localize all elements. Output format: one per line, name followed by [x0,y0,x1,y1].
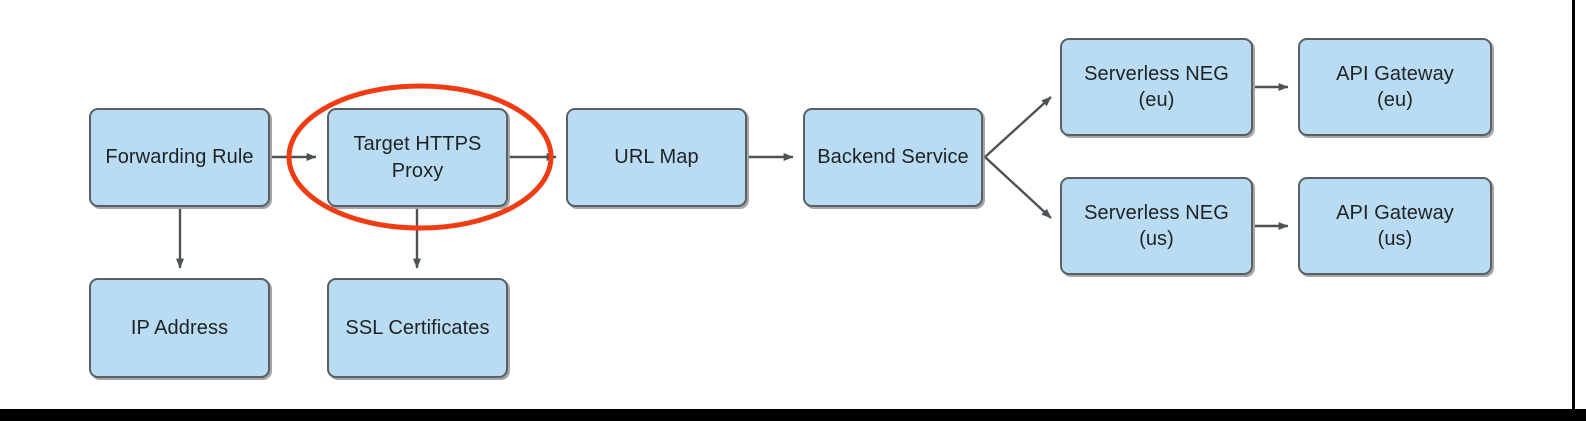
edge-backend-service-to-serverless-neg-us [984,156,1052,219]
node-label-backend-service: Backend Service [817,146,969,169]
frame-bottom-rule [0,409,1586,421]
node-serverless-neg-us[interactable]: Serverless NEG (us) [1060,177,1253,275]
node-label-ssl-certificates: SSL Certificates [345,316,490,339]
node-label-target-https-proxy: Target HTTPS Proxy [353,133,482,182]
node-label-ip-address: IP Address [130,316,229,339]
node-forwarding-rule[interactable]: Forwarding Rule [89,108,270,207]
node-api-gateway-eu[interactable]: API Gateway (eu) [1298,38,1492,136]
node-label-api-gateway-eu: API Gateway (eu) [1336,62,1454,111]
node-target-https-proxy[interactable]: Target HTTPS Proxy [327,108,508,207]
edge-backend-service-to-serverless-neg-eu [984,96,1052,158]
frame-right-rule [1572,0,1575,409]
node-serverless-neg-eu[interactable]: Serverless NEG (eu) [1060,38,1253,136]
node-api-gateway-us[interactable]: API Gateway (us) [1298,177,1492,275]
node-ssl-certificates[interactable]: SSL Certificates [327,278,508,378]
node-ip-address[interactable]: IP Address [89,278,270,378]
node-label-serverless-neg-eu: Serverless NEG (eu) [1084,62,1229,111]
node-label-serverless-neg-us: Serverless NEG (us) [1084,201,1229,250]
node-url-map[interactable]: URL Map [566,108,747,207]
node-label-forwarding-rule: Forwarding Rule [105,146,254,169]
node-label-api-gateway-us: API Gateway (us) [1336,201,1454,250]
node-label-url-map: URL Map [614,146,699,169]
node-backend-service[interactable]: Backend Service [803,108,983,207]
